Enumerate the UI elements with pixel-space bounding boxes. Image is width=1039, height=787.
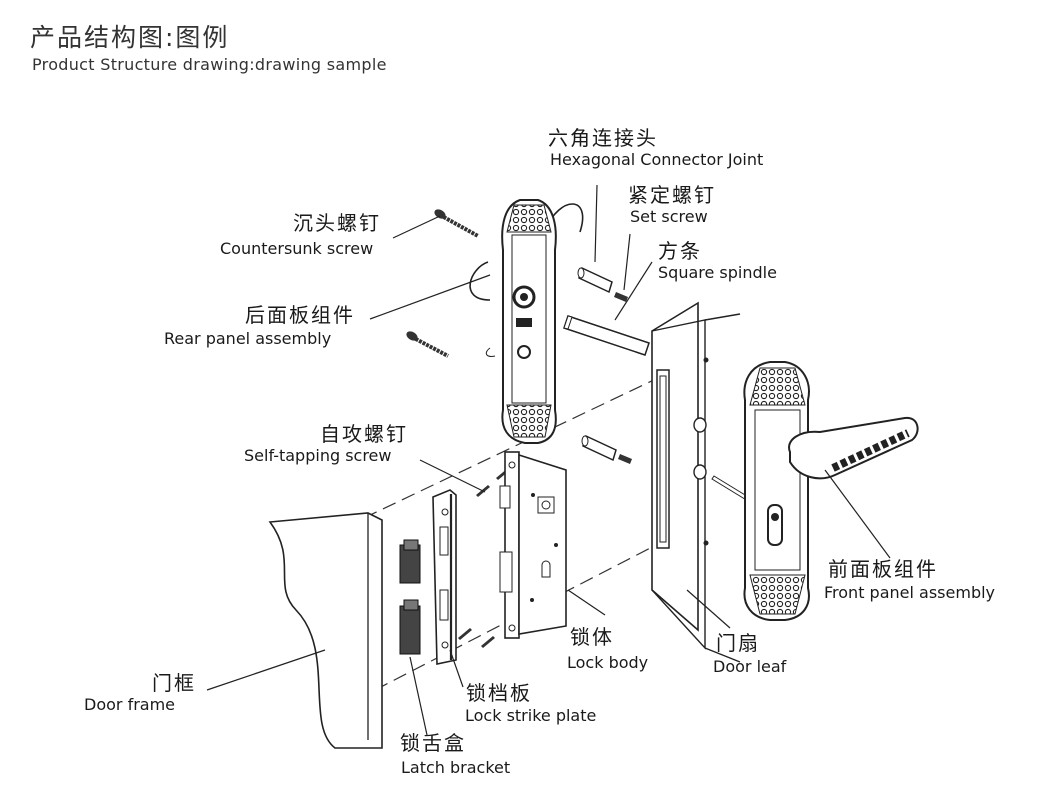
latch-label-cn: 锁舌盒 (400, 731, 466, 755)
door-frame (268, 512, 383, 749)
latch-bracket (399, 539, 421, 655)
hex-joint-label-en: Hexagonal Connector Joint (550, 150, 764, 169)
strike-label-cn: 锁档板 (466, 681, 532, 705)
hex-joint-label-cn: 六角连接头 (548, 126, 658, 150)
spindle-label-en: Square spindle (658, 263, 777, 282)
countersunk-label-cn: 沉头螺钉 (293, 211, 381, 235)
strike-label-en: Lock strike plate (465, 706, 597, 725)
set-screw-label-cn: 紧定螺钉 (628, 183, 716, 207)
lock-body (499, 451, 567, 639)
rear-panel-label-cn: 后面板组件 (245, 303, 355, 327)
door-leaf-label-en: Door leaf (713, 657, 787, 676)
lock-body-label-cn: 锁体 (570, 625, 614, 649)
door-leaf-label-cn: 门扇 (716, 631, 760, 655)
lock-body-label-en: Lock body (567, 653, 649, 672)
countersunk-screws (406, 209, 479, 358)
leader-lines (206, 184, 891, 736)
latch-label-en: Latch bracket (401, 758, 511, 777)
self-tap-label-en: Self-tapping screw (244, 446, 392, 465)
spindle-label-cn: 方条 (658, 239, 702, 263)
rear-panel-assembly (469, 199, 584, 444)
front-panel-assembly (743, 361, 919, 621)
door-frame-label-cn: 门框 (152, 671, 196, 695)
door-frame-label-en: Door frame (84, 695, 176, 714)
front-panel-label-en: Front panel assembly (824, 583, 996, 602)
door-leaf (651, 301, 741, 663)
set-screw-label-en: Set screw (630, 207, 708, 226)
countersunk-label-en: Countersunk screw (220, 239, 374, 258)
lock-strike-plate (432, 489, 457, 665)
page-title: 产品结构图:图例 (30, 23, 230, 52)
self-tap-label-cn: 自攻螺钉 (320, 422, 408, 446)
page-subtitle: Product Structure drawing:drawing sample (32, 55, 387, 74)
set-screws (614, 292, 632, 464)
hex-connector-joints (577, 266, 617, 462)
rear-panel-label-en: Rear panel assembly (164, 329, 332, 348)
front-panel-label-cn: 前面板组件 (828, 557, 938, 581)
square-spindle (563, 315, 751, 502)
